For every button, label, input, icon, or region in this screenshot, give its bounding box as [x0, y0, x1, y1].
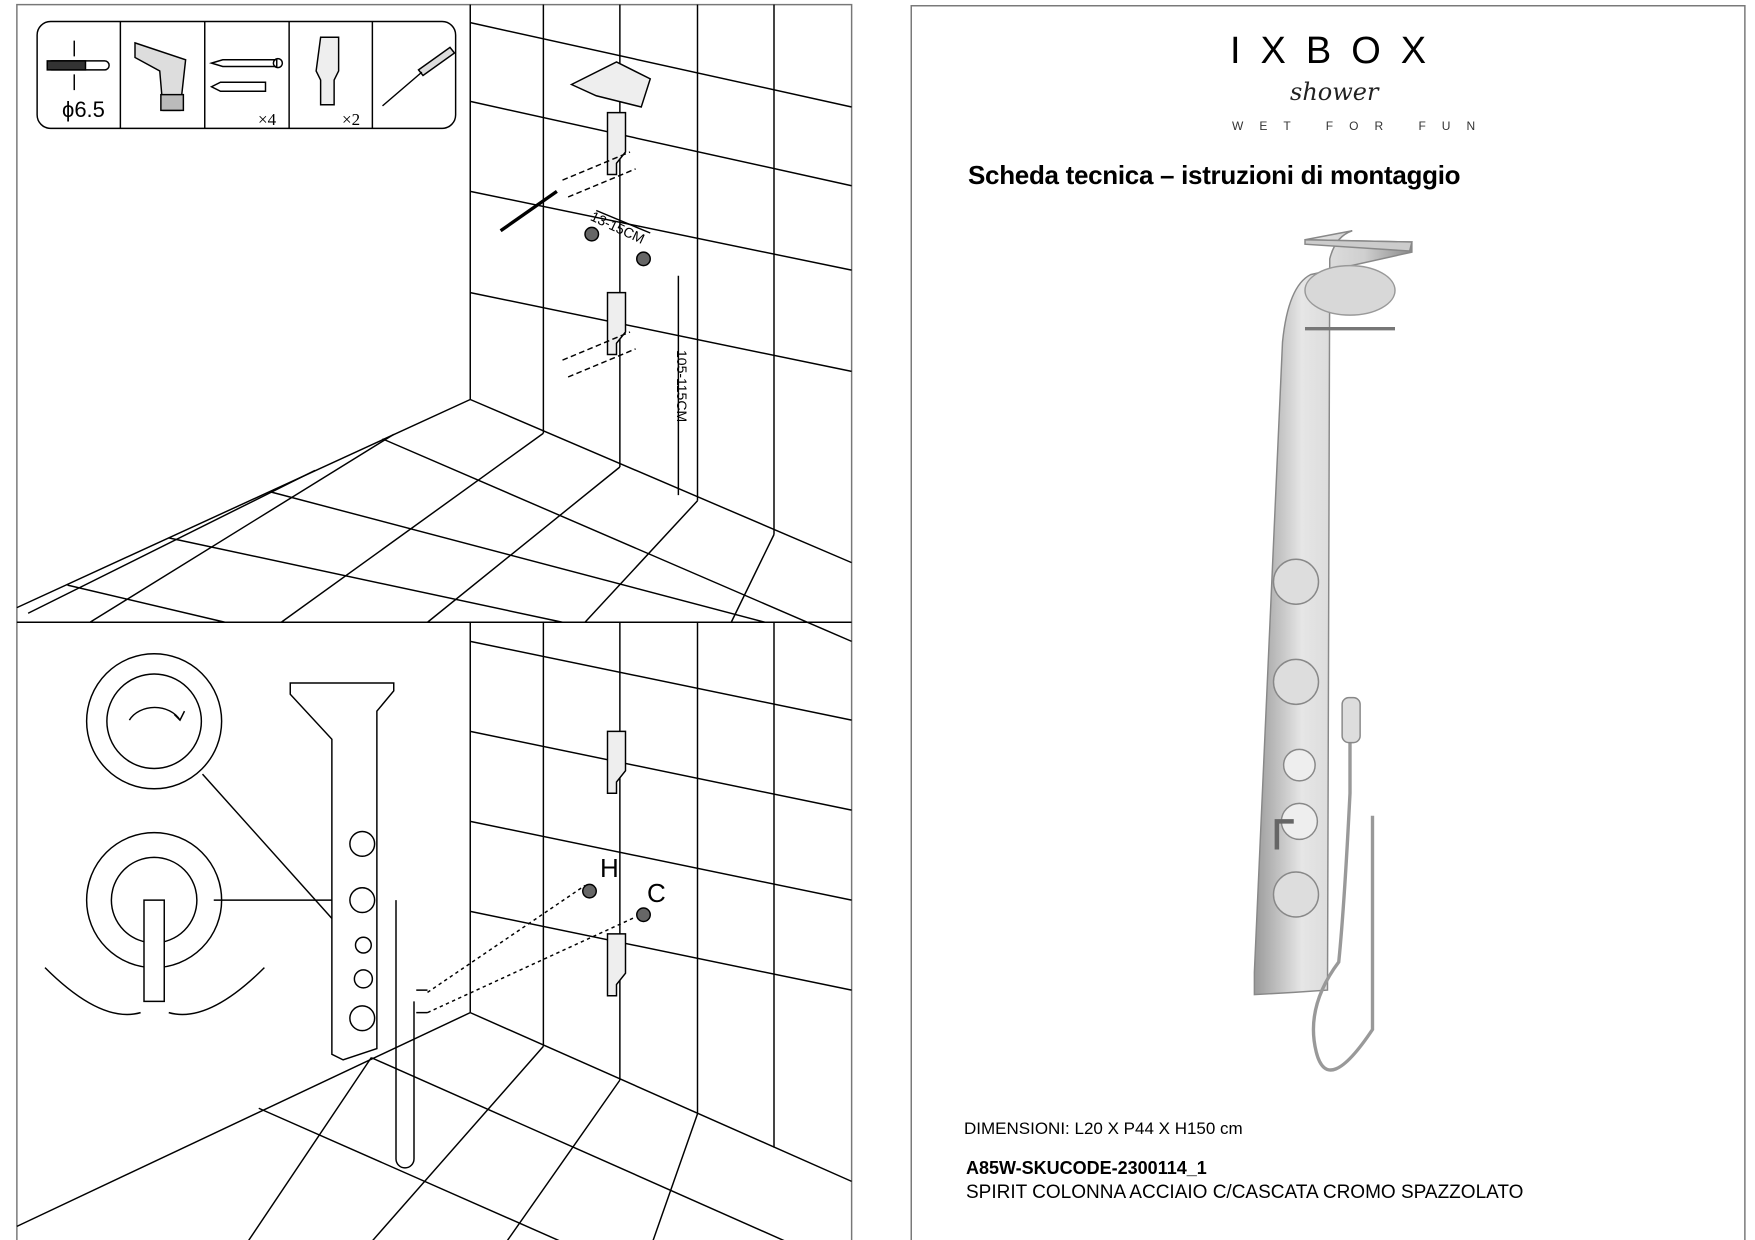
- screw-anchor-icon: [208, 57, 284, 92]
- logo-script: shower: [1290, 78, 1379, 106]
- product-sku: A85W-SKUCODE-2300114_1: [966, 1158, 1207, 1178]
- diverter-diagram: [44, 653, 350, 1016]
- bracket-icon: [315, 36, 340, 106]
- left-page-border: [16, 3, 853, 1240]
- logo-brand: IXBOX: [1230, 30, 1447, 72]
- drill-bit-diameter: ϕ6.5: [62, 97, 105, 122]
- product-description: SPIRIT COLONNA ACCIAIO C/CASCATA CROMO S…: [966, 1182, 1524, 1203]
- screwdriver-icon: [382, 46, 456, 107]
- drill-icon: [134, 41, 187, 112]
- bottom-shower-panel: [289, 682, 651, 1169]
- drill-bit-icon: [46, 40, 110, 91]
- top-bracket-assembly: [499, 61, 680, 496]
- cold-water-label: C: [647, 878, 666, 908]
- logo-tagline: WET FOR FUN: [1232, 119, 1492, 133]
- top-floor-tiles: [27, 432, 852, 643]
- bracket-quantity: ×2: [342, 110, 361, 129]
- product-image-shower-column: [1253, 230, 1413, 1072]
- top-wall-tiles: [16, 4, 852, 609]
- product-dimensions: DIMENSIONI: L20 X P44 X H150 cm: [964, 1119, 1243, 1138]
- screw-anchor-quantity: ×4: [258, 110, 277, 129]
- hot-water-label: H: [600, 853, 619, 883]
- bottom-wall-tiles: [16, 622, 852, 1240]
- right-page-border: [910, 5, 1746, 1240]
- height-dimension: 105-115CM: [674, 350, 690, 423]
- page-title: Scheda tecnica – istruzioni di montaggio: [968, 160, 1461, 190]
- tools-box: [36, 20, 457, 130]
